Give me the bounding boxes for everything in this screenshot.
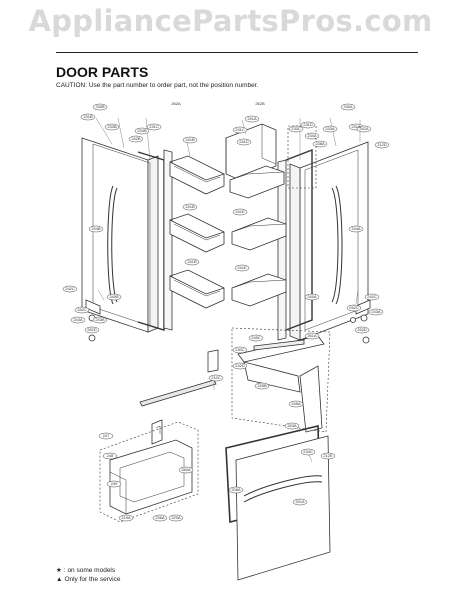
callout-210C: 210C (211, 375, 221, 380)
callout-230A: 230A (343, 104, 353, 109)
callout-248: 248 (107, 453, 114, 458)
right-door-trim-strip (277, 159, 287, 341)
callout-231A: 231A (351, 124, 361, 129)
callout-247: 247 (103, 433, 110, 438)
callout-241E-mid: 241E (235, 209, 245, 214)
callout-244B: 244B (91, 226, 101, 231)
section-title: DOOR PARTS (56, 64, 149, 80)
callout-231C: 231C (149, 124, 159, 129)
callout-240B: 240B (109, 294, 119, 299)
callout-261A: 261A (307, 333, 317, 338)
watermark: AppliancePartsPros.com (28, 4, 433, 38)
callout-212E: 212E (323, 453, 333, 458)
star-icon: ★ (56, 567, 62, 574)
triangle-icon: ▲ (56, 576, 63, 583)
callout-241A: 241A (247, 116, 257, 121)
legend-text-service: Only for the service (64, 576, 121, 583)
callout-231D: 231D (303, 122, 313, 127)
callout-262D-right: 262D (357, 327, 367, 332)
callout-241B-mid: 241B (185, 204, 195, 209)
callout-241D: 241D (239, 139, 249, 144)
door-bins-left (169, 155, 225, 309)
freezer-door-handle (243, 475, 323, 503)
callout-242C-right: 242C (367, 294, 377, 299)
callout-242D: 242D (235, 363, 245, 368)
callout-243A-right: 243A (371, 309, 381, 314)
callout-249: 249 (111, 481, 118, 486)
freezer-door (225, 424, 331, 581)
callout-234C: 234C (303, 449, 313, 454)
callout-201A: 201A (295, 499, 305, 504)
callout-234B: 234B (137, 128, 147, 133)
callout-236A: 236A (155, 515, 165, 520)
callout-244A: 244A (351, 226, 361, 231)
callout-242B: 242B (131, 136, 141, 141)
left-door-side-edge (147, 155, 159, 333)
right-door-handle (331, 185, 343, 305)
callout-262B: 262B (255, 101, 265, 106)
callout-220A: 220A (171, 515, 181, 520)
callout-262C: 262C (77, 307, 87, 312)
leader-lines (95, 117, 361, 463)
callout-240A: 240A (307, 294, 317, 299)
callout-231B: 231B (83, 114, 93, 119)
callout-262D-left: 262D (87, 327, 97, 332)
mullion-bracket (151, 419, 163, 445)
mullion-bar (139, 379, 217, 407)
callout-241C: 241C (235, 127, 245, 132)
right-door-side-edge (289, 163, 301, 341)
callout-241B-bottom: 241B (187, 259, 197, 264)
right-lower-hinge (350, 299, 371, 344)
callout-233C: 233C (291, 126, 301, 131)
center-mullion-parts (139, 349, 219, 445)
right-door-gasket (285, 148, 313, 331)
callout-241E-bottom: 241E (237, 265, 247, 270)
left-door-liner (92, 143, 151, 327)
callout-219A: 219A (121, 515, 131, 520)
callout-245B: 245B (257, 383, 267, 388)
callout-233A: 233A (325, 126, 335, 131)
callout-212D: 212D (377, 142, 387, 147)
mullion-clip (207, 349, 219, 373)
header-rule (56, 52, 418, 53)
callout-230B: 230B (95, 104, 105, 109)
callout-208A: 208A (231, 487, 241, 492)
caution-note: CAUTION: Use the part number to order pa… (56, 82, 259, 89)
freezer-rail-assembly (231, 327, 331, 433)
door-bins-right (225, 123, 287, 307)
callout-234A: 234A (307, 133, 317, 138)
callout-262A: 262A (171, 101, 181, 106)
right-door-hinge-dashed-box (287, 125, 317, 189)
callout-245A: 245A (291, 401, 301, 406)
callout-242C-left: 242C (65, 286, 75, 291)
legend-text-optional: : on some models (63, 567, 116, 574)
callout-245C: 245C (251, 335, 261, 340)
callout-263A: 263A (287, 423, 297, 428)
freezer-drawer-frame (99, 421, 199, 523)
callout-240C: 240C (235, 347, 245, 352)
legend-item-optional: ★: on some models (56, 566, 115, 574)
left-door-trim-strip (163, 149, 173, 331)
right-door-assembly (277, 125, 369, 341)
legend-item-service: ▲Only for the service (56, 576, 120, 583)
left-door-assembly (81, 137, 173, 333)
callout-238A: 238A (315, 141, 325, 146)
callout-243A: 243A (73, 317, 83, 322)
callout-260A: 260A (181, 467, 191, 472)
callout-262C-right: 262C (349, 305, 359, 310)
callout-241B-top: 241B (185, 137, 195, 142)
callout-243B: 243B (95, 317, 105, 322)
freezer-door-panel (235, 435, 331, 581)
callout-242A: 242A (359, 126, 369, 131)
callout-233B: 233B (107, 124, 117, 129)
